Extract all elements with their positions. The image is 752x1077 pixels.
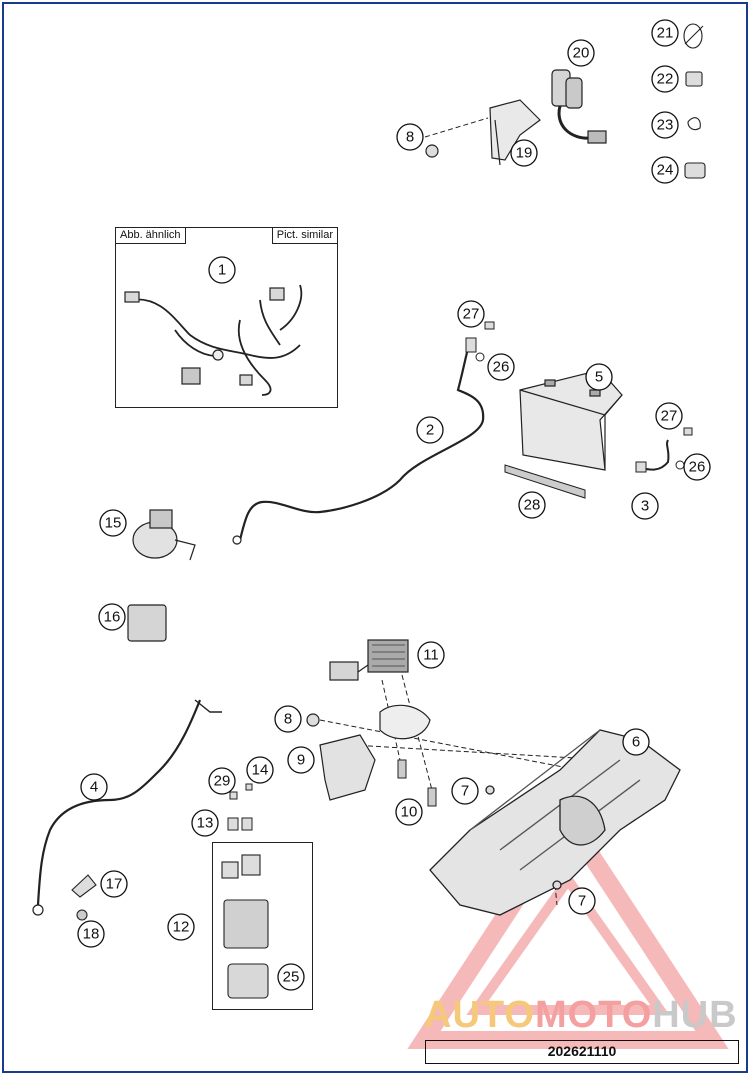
callout-17: 17 [100,870,128,898]
callout-25: 25 [277,963,305,991]
callout-7b: 7 [568,887,596,915]
callout-14: 14 [246,756,274,784]
callout-26a: 26 [487,353,515,381]
svg-text:24: 24 [657,162,674,179]
part-6-battery-box [429,729,681,916]
callout-3: 3 [631,492,659,520]
inset-wiring-harness-box: Abb. ähnlich Pict. similar [115,227,338,408]
svg-text:27: 27 [661,408,678,425]
callout-15: 15 [99,509,127,537]
callout-12: 12 [167,913,195,941]
part-12-kit-contents [221,854,269,999]
callout-19: 19 [510,139,538,167]
part-1-wiring-harness [124,284,303,396]
svg-text:27: 27 [463,306,480,323]
callout-5: 5 [585,363,613,391]
svg-text:18: 18 [83,926,100,943]
callout-21: 21 [651,19,679,47]
callout-16: 16 [98,603,126,631]
svg-text:19: 19 [516,145,533,162]
svg-text:5: 5 [595,369,603,386]
callout-1: 1 [208,256,236,284]
parts-21-24-clips [683,23,706,179]
svg-text:2: 2 [426,422,434,439]
svg-text:9: 9 [297,752,305,769]
part-9-bracket [306,704,431,801]
callout-28: 28 [518,491,546,519]
callout-18: 18 [77,920,105,948]
part-12-kit-box [212,842,313,1010]
parts-13-14-29 [227,783,253,831]
watermark-part-3: HUB [652,994,738,1036]
svg-text:4: 4 [90,779,98,796]
watermark-logo: AUTOMOTOHUB [424,994,738,1037]
callout-13: 13 [191,809,219,837]
callout-26b: 26 [683,453,711,481]
callout-22: 22 [651,65,679,93]
svg-text:29: 29 [214,773,231,790]
parts-17-18 [71,874,97,921]
callout-29: 29 [208,767,236,795]
svg-text:15: 15 [105,515,122,532]
callout-11: 11 [417,641,445,669]
svg-text:26: 26 [493,359,510,376]
svg-text:20: 20 [573,45,590,62]
svg-text:28: 28 [524,497,541,514]
svg-text:13: 13 [197,815,214,832]
svg-text:12: 12 [173,919,190,936]
svg-text:22: 22 [657,71,674,88]
svg-text:10: 10 [401,804,418,821]
svg-text:21: 21 [657,25,674,42]
part-10-fuses [397,759,437,807]
callout-8b: 8 [274,705,302,733]
callout-24: 24 [651,156,679,184]
callout-9: 9 [287,746,315,774]
watermark-part-2: MOTO [534,994,653,1036]
svg-text:8: 8 [406,129,414,146]
callout-27a: 27 [457,300,485,328]
svg-text:14: 14 [252,762,269,779]
svg-text:3: 3 [641,498,649,515]
svg-text:25: 25 [283,969,300,986]
callout-7a: 7 [451,777,479,805]
svg-text:8: 8 [284,711,292,728]
screw-27-a [475,321,495,362]
part-4-ground-cable [32,699,222,916]
svg-text:11: 11 [423,647,439,664]
callout-10: 10 [395,798,423,826]
part-3-cable [635,427,693,473]
inset-label-german: Abb. ähnlich [116,228,186,244]
callout-4: 4 [80,773,108,801]
svg-text:16: 16 [104,609,121,626]
callout-2: 2 [416,416,444,444]
callout-20: 20 [567,39,595,67]
diagram-part-number: 202621110 [425,1040,739,1064]
svg-text:1: 1 [218,262,226,279]
part-28-battery-pad [504,464,586,499]
part-2-battery-cable [232,337,485,545]
inset-label-english: Pict. similar [271,228,337,244]
svg-text:17: 17 [106,876,123,893]
part-16-connector [127,604,167,642]
svg-text:6: 6 [632,734,640,751]
callout-6: 6 [622,728,650,756]
svg-text:23: 23 [657,117,674,134]
callout-23: 23 [651,111,679,139]
part-11-regulator [329,639,409,681]
svg-text:7: 7 [578,893,586,910]
svg-text:26: 26 [689,459,706,476]
part-19-20-connectors [425,69,607,166]
part-15-relay [132,509,196,561]
callout-27b: 27 [655,402,683,430]
watermark-part-1: AUTO [424,994,535,1036]
callout-8a: 8 [396,123,424,151]
svg-text:7: 7 [461,783,469,800]
